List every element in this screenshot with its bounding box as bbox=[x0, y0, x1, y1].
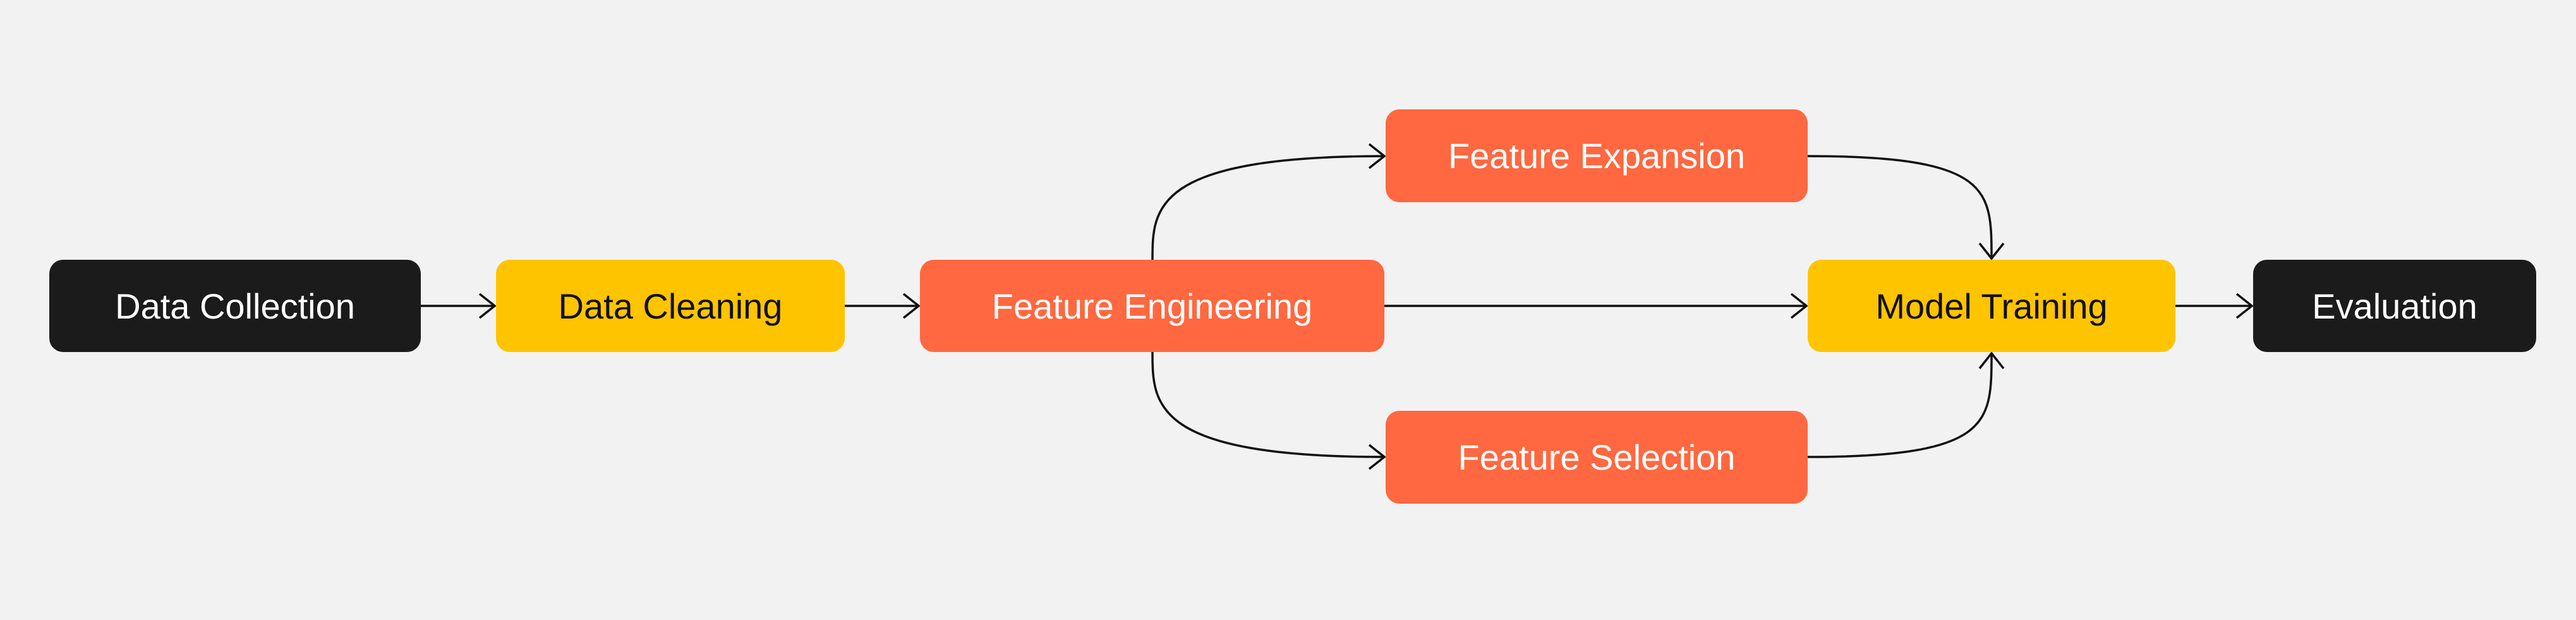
edge-selection-to-training bbox=[1807, 353, 1993, 458]
node-evaluation[interactable]: Evaluation bbox=[2253, 260, 2536, 352]
node-label: Feature Expansion bbox=[1448, 136, 1746, 176]
node-model-training[interactable]: Model Training bbox=[1808, 260, 2175, 352]
node-data-cleaning[interactable]: Data Cleaning bbox=[496, 260, 845, 352]
edge-engineering-to-selection bbox=[1151, 351, 1385, 458]
node-label: Evaluation bbox=[2312, 286, 2477, 326]
node-feature-engineering[interactable]: Feature Engineering bbox=[920, 260, 1384, 352]
arrowhead-icon bbox=[902, 293, 921, 319]
node-label: Feature Engineering bbox=[991, 286, 1313, 326]
node-label: Feature Selection bbox=[1458, 437, 1736, 477]
arrowhead-icon bbox=[1790, 293, 1808, 319]
arrowhead-icon bbox=[2235, 293, 2254, 319]
edge-expansion-to-training bbox=[1807, 155, 1993, 259]
node-label: Model Training bbox=[1875, 286, 2108, 326]
arrowhead-icon bbox=[1978, 351, 2005, 370]
node-feature-expansion[interactable]: Feature Expansion bbox=[1386, 109, 1808, 202]
edge-engineering-to-expansion bbox=[1151, 155, 1385, 260]
node-feature-selection[interactable]: Feature Selection bbox=[1386, 411, 1808, 504]
arrowhead-icon bbox=[1978, 242, 2005, 260]
node-label: Data Cleaning bbox=[558, 286, 783, 326]
arrowhead-icon bbox=[1368, 143, 1386, 169]
node-label: Data Collection bbox=[115, 286, 355, 326]
arrowhead-icon bbox=[478, 293, 497, 319]
arrowhead-icon bbox=[1368, 444, 1386, 470]
node-data-collection[interactable]: Data Collection bbox=[49, 260, 421, 352]
